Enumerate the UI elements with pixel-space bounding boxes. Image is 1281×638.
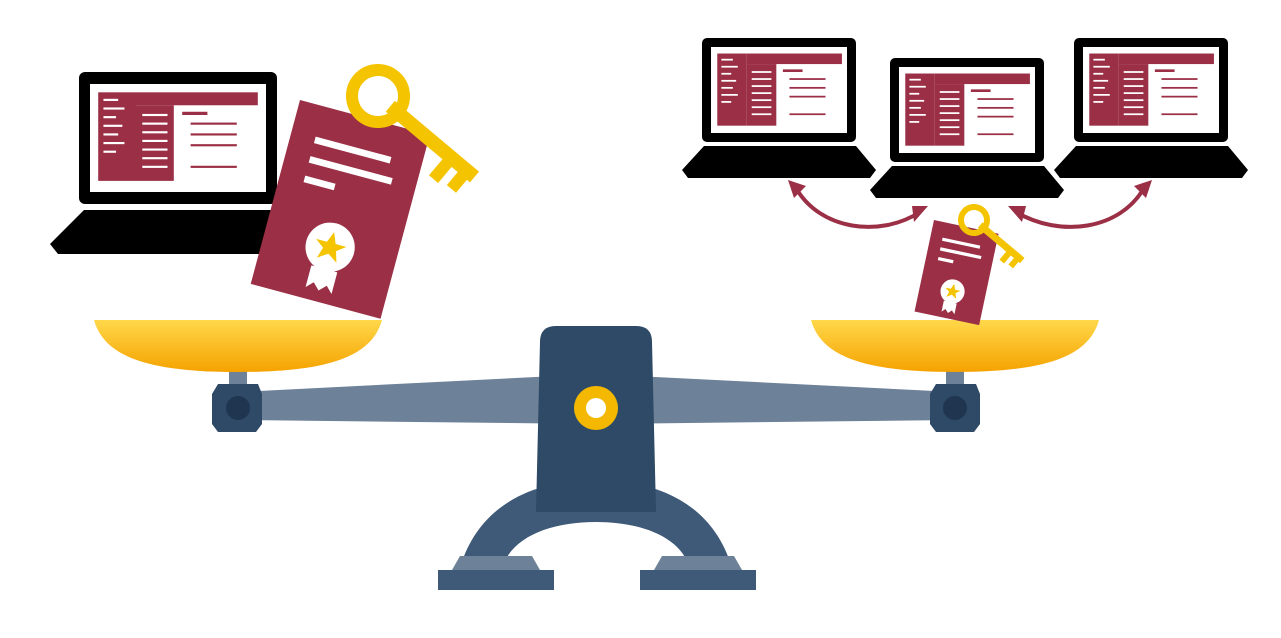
laptop-icon [1054, 38, 1248, 178]
sync-arrow-icon [794, 187, 922, 229]
arrowhead-icon [1134, 180, 1152, 198]
arrowhead-icon [788, 180, 806, 198]
scale-beam [238, 374, 955, 424]
right-beam-end [930, 368, 980, 432]
sync-arrow-icon [1014, 187, 1146, 229]
right-scale-pan [811, 320, 1099, 372]
license-certificate-icon [250, 100, 430, 319]
laptop-icon [682, 38, 876, 178]
laptop-icon [870, 58, 1064, 198]
scale-base [438, 480, 756, 590]
license-certificate-icon [914, 220, 999, 326]
scale-post [536, 326, 656, 512]
laptop-icon [50, 72, 304, 254]
left-beam-end [212, 368, 262, 432]
arrowhead-icon [1008, 206, 1026, 222]
left-scale-pan [94, 320, 382, 372]
arrowhead-icon [912, 206, 928, 222]
